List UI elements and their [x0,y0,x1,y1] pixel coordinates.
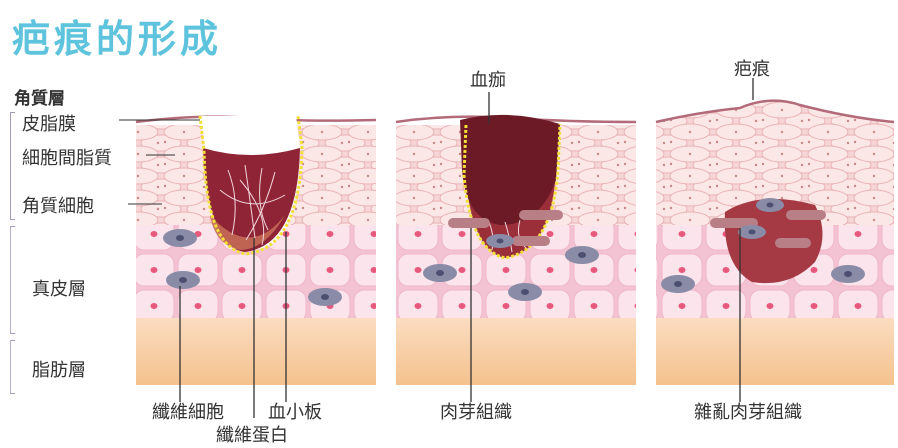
dermis-bracket [10,226,15,334]
panel-2-clot [395,92,637,402]
fat-bracket [10,340,15,394]
granulation-label: 肉芽組織 [440,402,512,423]
fibroblast-label: 纖維細胞 [152,402,224,423]
scar-label: 疤痕 [734,59,770,80]
layer-leaders [119,119,200,205]
stratum-corneum-bracket [10,112,15,220]
intercellular-lipids-label: 細胞間脂質 [22,148,112,169]
stratum-corneum-label: 角質層 [14,89,65,109]
page-title: 疤痕的形成 [12,17,223,61]
sebum-film-label: 皮脂膜 [22,114,76,135]
blood-clot [460,114,560,225]
dermis-label: 真皮層 [32,279,86,300]
fibrin-label: 纖維蛋白 [216,425,288,446]
disordered-granulation-label: 雜亂肉芽組織 [694,402,802,423]
blood-clot-label: 血痂 [470,70,506,91]
panel-3-scar [655,78,895,402]
panel-1-wound [135,115,377,418]
platelet-label: 血小板 [268,402,322,423]
fat-layer-label: 脂肪層 [32,360,86,381]
keratinocytes-label: 角質細胞 [22,196,94,217]
